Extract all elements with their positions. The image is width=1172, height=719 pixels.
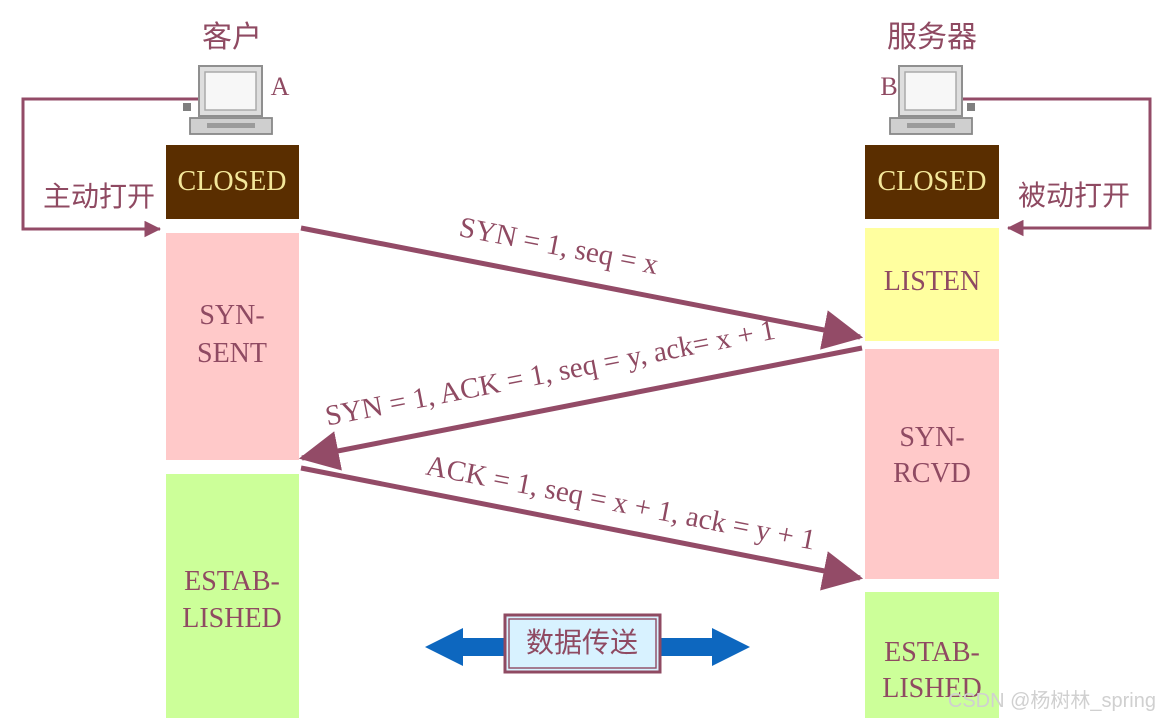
server-syn-rcvd-state	[865, 349, 999, 579]
data-transfer-label: 数据传送	[526, 626, 638, 659]
client-syn-sent-label-line1: SYN-	[199, 300, 264, 331]
client-title: 客户	[202, 20, 262, 55]
server-syn-rcvd-label-line2: RCVD	[893, 458, 971, 489]
client-closed-label: CLOSED	[178, 166, 287, 197]
client-established-state	[166, 474, 299, 718]
server-listen-label: LISTEN	[884, 266, 980, 297]
data-transfer-box	[503, 613, 662, 674]
csdn-watermark: CSDN @杨树林_spring	[948, 689, 1156, 712]
server-passive-open-label: 被动打开	[1018, 179, 1130, 212]
syn-message-label: SYN = 1, seq = x	[457, 211, 662, 281]
client-active-open-label: 主动打开	[43, 180, 155, 213]
client-computer-icon	[183, 65, 273, 135]
server-established-state	[865, 592, 999, 718]
server-established-label-line1: ESTAB-	[884, 637, 980, 668]
client-closed-state	[166, 145, 299, 219]
client-active-open-arrow	[21, 97, 198, 238]
syn-ack-message-label: SYN = 1, ACK = 1, seq = y, ack= x + 1	[323, 314, 778, 433]
client-established-label-line2: LISHED	[182, 603, 282, 634]
client-established-label-line1: ESTAB-	[184, 566, 280, 597]
server-closed-label: CLOSED	[878, 166, 987, 197]
client-syn-sent-state	[166, 233, 299, 460]
client-syn-sent-label-line2: SENT	[197, 338, 267, 369]
server-computer-icon	[889, 65, 975, 135]
server-letter: B	[880, 72, 897, 101]
server-passive-open-arrow	[963, 97, 1152, 237]
server-closed-state	[865, 145, 999, 219]
server-established-label-line2: LISHED	[882, 673, 982, 704]
server-title: 服务器	[887, 20, 977, 55]
server-syn-rcvd-label-line1: SYN-	[899, 422, 964, 453]
syn-message-arrow	[300, 225, 864, 350]
data-transfer-double-arrow	[425, 628, 750, 666]
client-letter: A	[271, 72, 290, 101]
server-listen-state	[865, 228, 999, 341]
ack-message-arrow	[300, 465, 864, 591]
syn-ack-message-arrow	[298, 345, 863, 471]
